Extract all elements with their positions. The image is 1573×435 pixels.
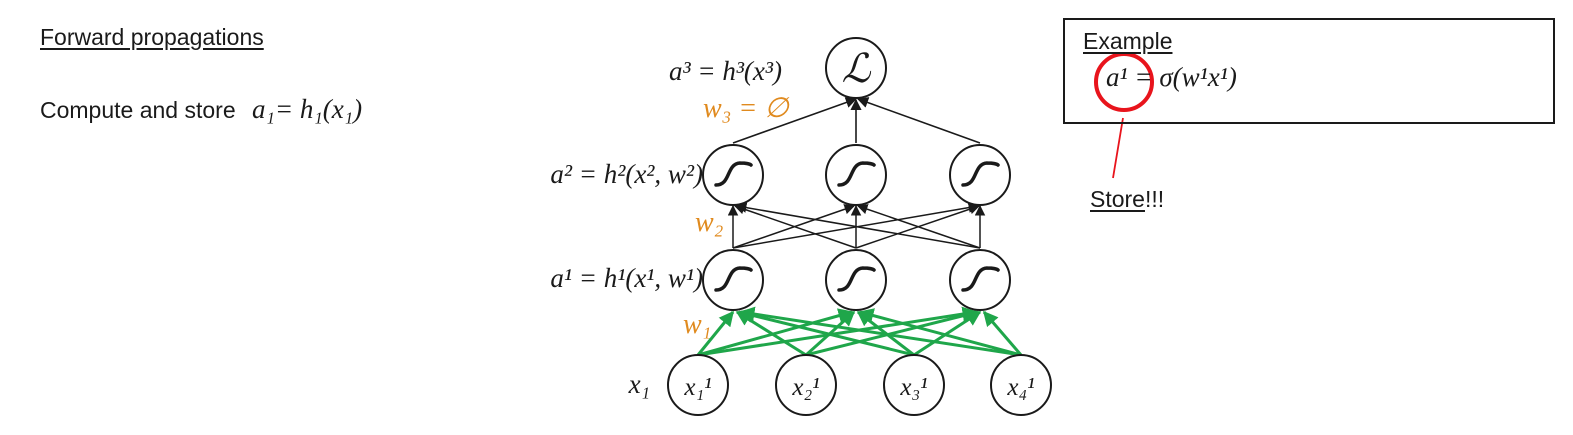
edges-layer2-to-loss: [732, 97, 981, 144]
weight-label-w3: w₃ = ∅: [703, 93, 790, 124]
example-title: Example: [1083, 28, 1173, 54]
sigmoid-node-2-3: [949, 144, 1011, 206]
highlight-circle: [1094, 52, 1154, 112]
input-layer: x₁¹ x₂¹ x₃¹ x₄¹: [667, 354, 1052, 416]
sigmoid-icon: [714, 161, 753, 187]
edges-layer1-to-layer2: [727, 202, 986, 249]
callout-pointer: [1112, 117, 1124, 179]
sigmoid-icon: [714, 266, 753, 292]
hidden-layer-1: [702, 249, 1011, 311]
sigmoid-icon: [837, 161, 876, 187]
input-node-label: x₃¹: [899, 374, 927, 401]
layer1-equation: a¹ = h¹(x¹, w¹): [550, 263, 703, 293]
sigmoid-node-2-1: [702, 144, 764, 206]
sigmoid-icon: [961, 161, 1000, 187]
loss-node: ℒ: [825, 37, 887, 99]
sigmoid-node-1-2: [825, 249, 887, 311]
input-node-label: x₂¹: [791, 374, 819, 401]
input-node-label: x₄¹: [1006, 374, 1034, 401]
sigmoid-icon: [837, 266, 876, 292]
example-formula-rest: = σ(w¹x¹): [1127, 62, 1237, 92]
input-row-label: x₁: [628, 369, 650, 399]
store-callout-rest: !!!: [1144, 186, 1165, 212]
layer2-equation: a² = h²(x², w²): [550, 159, 703, 189]
example-formula-highlight: a¹: [1106, 62, 1128, 92]
sigmoid-node-1-1: [702, 249, 764, 311]
edges-input-to-layer1: [696, 306, 1023, 357]
store-callout-underlined: Store: [1090, 186, 1145, 212]
compute-line: Compute and store a₁= h₁(x₁): [40, 94, 362, 125]
example-box: [1063, 18, 1555, 124]
compute-formula: a₁= h₁(x₁): [252, 94, 363, 124]
section-heading: Forward propagations: [40, 24, 264, 50]
sigmoid-node-2-2: [825, 144, 887, 206]
sigmoid-node-1-3: [949, 249, 1011, 311]
input-node-label: x₁¹: [683, 374, 711, 401]
sigmoid-icon: [961, 266, 1000, 292]
store-callout: Store!!!: [1090, 186, 1164, 213]
hidden-layer-2: [702, 144, 1011, 206]
weight-label-w1: w₁: [683, 309, 711, 340]
compute-text: Compute and store: [40, 97, 236, 123]
layer3-equation: a³ = h³(x³): [669, 56, 782, 86]
example-formula: a¹ = σ(w¹x¹): [1106, 62, 1237, 93]
weight-label-w2: w₂: [695, 207, 724, 238]
loss-symbol: ℒ: [842, 46, 872, 91]
